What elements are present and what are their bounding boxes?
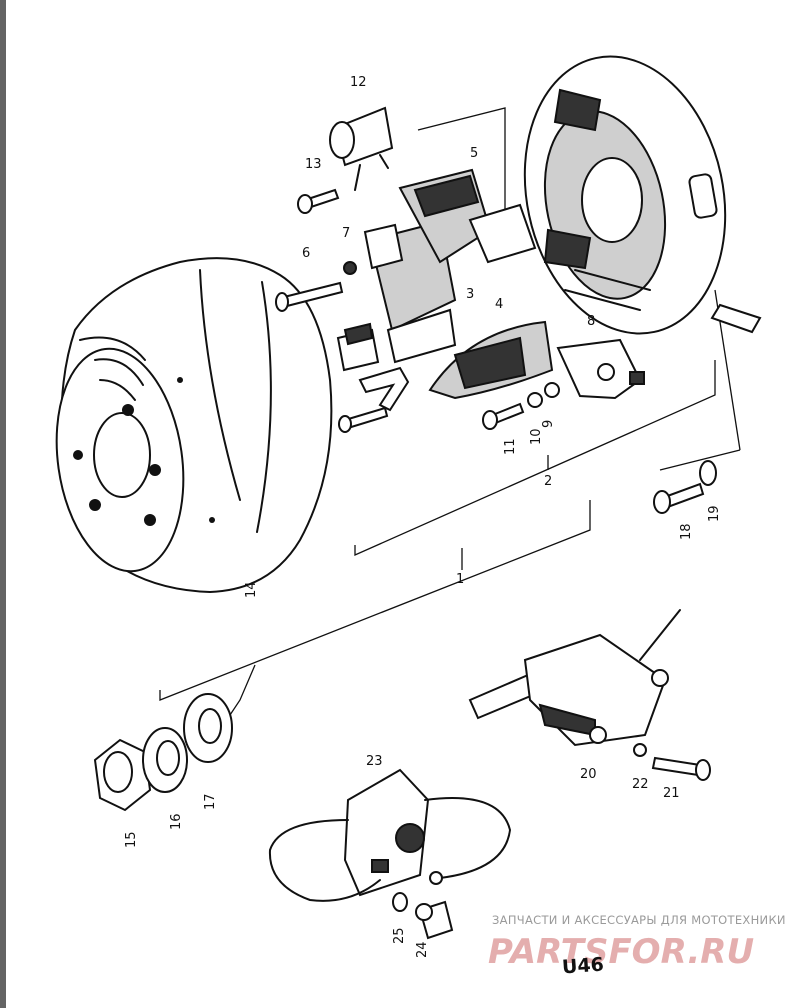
cam-felt [336,322,380,372]
callout-15: 15 [124,831,139,848]
callout-20: 20 [580,767,597,782]
washer-7 [343,261,357,275]
scan-edge-left [0,0,6,1008]
callout-18: 18 [679,523,694,540]
screw-bracket [338,406,389,433]
callout-21: 21 [663,786,680,801]
screw-24 [415,900,454,940]
nut-15 [93,738,152,812]
washer-17 [183,693,233,763]
callout-16: 16 [169,813,184,830]
watermark-logo: PARTSFOR.RU [488,932,754,970]
watermark-caption: ЗАПЧАСТИ И АКСЕССУАРЫ ДЛЯ МОТОТЕХНИКИ [492,913,786,927]
callout-1: 1 [456,572,464,587]
callout-labels: 1 2 3 4 5 6 7 8 9 10 11 12 13 14 15 16 1… [124,75,722,958]
screw-11 [482,402,525,430]
callout-13: 13 [305,157,322,172]
rectifier-23 [268,768,511,902]
callout-4: 4 [495,297,503,312]
washer-25 [392,892,408,912]
callout-8: 8 [587,314,595,329]
ignition-coil-20 [468,609,681,747]
callout-7: 7 [342,226,350,241]
contact-point-8 [556,338,645,400]
leader-lines [159,107,741,716]
stator-base-plate [523,55,762,335]
screw-13 [297,188,340,214]
lock-washer-16 [142,727,188,793]
callout-3: 3 [466,287,474,302]
callout-12: 12 [350,75,367,90]
washer-9 [544,382,560,398]
watermark-logo-text: PARTSFOR.RU [488,932,754,970]
bolt-21 [651,756,711,781]
callout-14: 14 [244,581,259,598]
callout-11: 11 [503,438,518,455]
callout-23: 23 [366,754,383,769]
flywheel-rotor [55,257,333,594]
bolt-6 [275,281,344,312]
callout-25: 25 [392,927,407,944]
callout-22: 22 [632,777,649,792]
figure-code: U46 [561,953,605,979]
callout-10: 10 [529,428,544,445]
callout-9: 9 [541,420,556,428]
armature-coil-5 [398,168,537,264]
callout-24: 24 [415,941,430,958]
callout-2: 2 [544,474,552,489]
coil-pole-4 [428,320,554,400]
callout-6: 6 [302,246,310,261]
callout-17: 17 [203,793,218,810]
bolt-18 [653,482,705,514]
washer-22 [633,743,647,757]
condenser-12 [329,106,394,191]
washer-19 [699,460,717,486]
washer-10 [527,392,543,408]
callout-5: 5 [470,146,478,161]
callout-19: 19 [707,505,722,522]
